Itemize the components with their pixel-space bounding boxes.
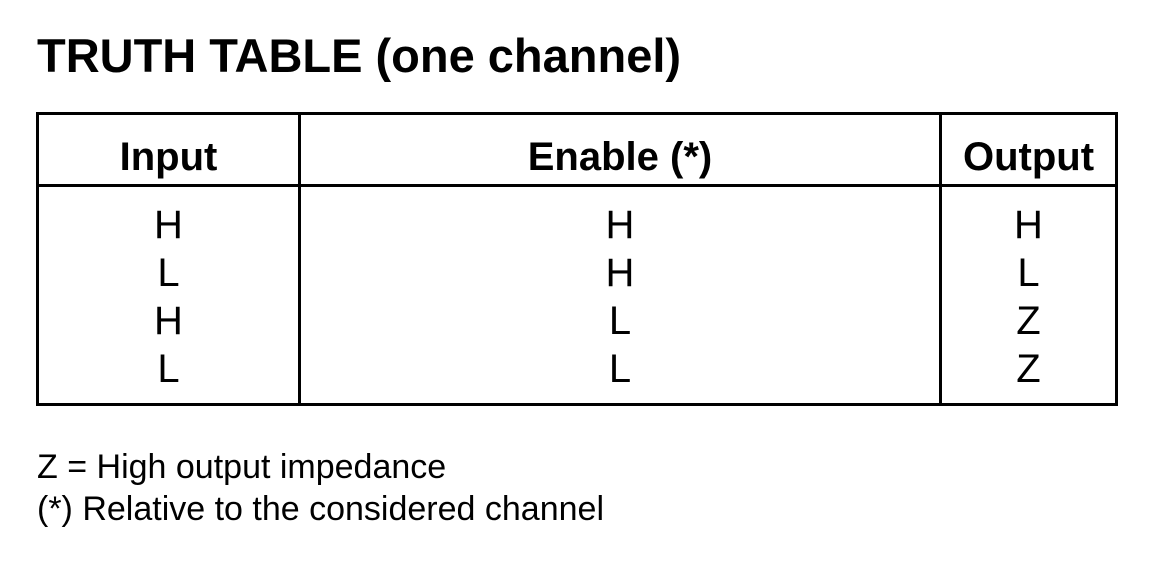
input-column-cell: H L H L xyxy=(36,185,301,405)
table-header-row: Input Enable (*) Output xyxy=(36,113,1118,187)
output-value: L xyxy=(1017,251,1040,295)
truth-table: Input Enable (*) Output H L H L H H L L … xyxy=(36,112,1118,406)
column-header-output: Output xyxy=(939,113,1118,187)
output-value: Z xyxy=(1016,299,1041,343)
output-column-cell: H L Z Z xyxy=(939,185,1118,405)
enable-value: L xyxy=(608,347,632,391)
footnotes: Z = High output impedance (*) Relative t… xyxy=(37,446,604,530)
output-value: Z xyxy=(1016,347,1041,391)
input-value: L xyxy=(157,251,180,295)
input-value: H xyxy=(154,299,183,343)
output-value: H xyxy=(1014,203,1043,247)
column-header-enable: Enable (*) xyxy=(298,113,942,187)
input-value: H xyxy=(154,203,183,247)
enable-value: L xyxy=(608,299,632,343)
enable-value: H xyxy=(605,203,635,247)
input-value: L xyxy=(157,347,180,391)
footnote-z-definition: Z = High output impedance xyxy=(37,448,447,486)
footnote-enable-definition: (*) Relative to the considered channel xyxy=(37,490,604,528)
page-title: TRUTH TABLE (one channel) xyxy=(37,29,682,82)
column-header-input: Input xyxy=(36,113,301,187)
enable-value: H xyxy=(605,251,635,295)
table-body-row: H L H L H H L L H L Z Z xyxy=(36,185,1118,405)
enable-column-cell: H H L L xyxy=(298,185,942,405)
